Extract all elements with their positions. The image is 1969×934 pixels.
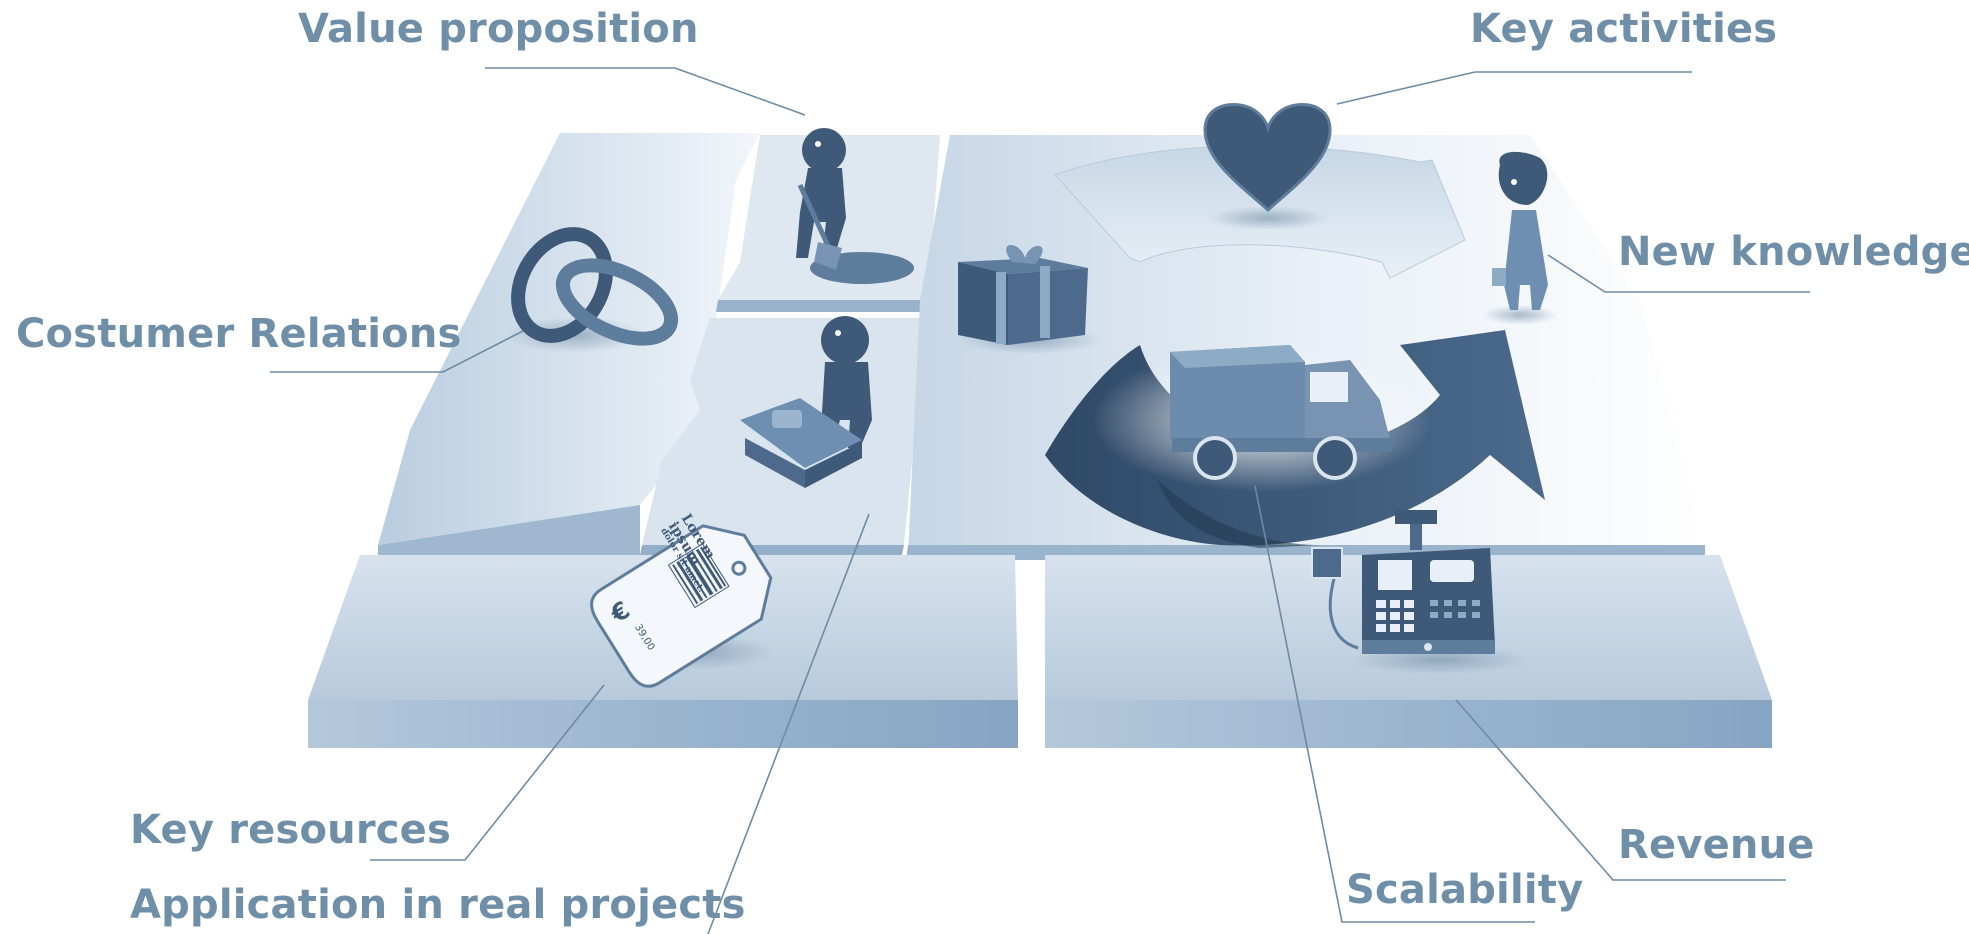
gift-icon bbox=[958, 244, 1102, 354]
label-revenue: Revenue bbox=[1618, 822, 1815, 868]
rings-icon bbox=[505, 227, 679, 353]
person-with-bag-icon bbox=[1482, 151, 1558, 325]
leader-lines bbox=[270, 67, 1810, 934]
leader-customer-relations bbox=[270, 330, 524, 373]
leader-application bbox=[707, 513, 870, 934]
leader-key-resources bbox=[370, 684, 605, 861]
price-tag-icon bbox=[590, 524, 775, 688]
cash-register-icon bbox=[1311, 510, 1530, 674]
heart-icon bbox=[1203, 103, 1332, 230]
label-customer-relations: Costumer Relations bbox=[16, 311, 462, 357]
label-key-resources: Key resources bbox=[130, 807, 452, 853]
label-scalability: Scalability bbox=[1346, 867, 1584, 913]
label-key-activities: Key activities bbox=[1470, 6, 1778, 52]
person-with-machine-icon bbox=[740, 316, 872, 488]
label-application: Application in real projects bbox=[130, 882, 746, 928]
person-digging-icon bbox=[796, 128, 914, 284]
truck-icon bbox=[1092, 345, 1432, 492]
leader-new-knowledge bbox=[1547, 254, 1810, 293]
leader-revenue bbox=[1455, 699, 1786, 881]
leader-key-activities bbox=[1336, 71, 1692, 105]
leader-scalability bbox=[1254, 485, 1535, 923]
label-new-knowledge: New knowledge bbox=[1618, 229, 1969, 275]
leader-value-proposition bbox=[485, 67, 806, 116]
label-value-proposition: Value proposition bbox=[298, 6, 699, 52]
